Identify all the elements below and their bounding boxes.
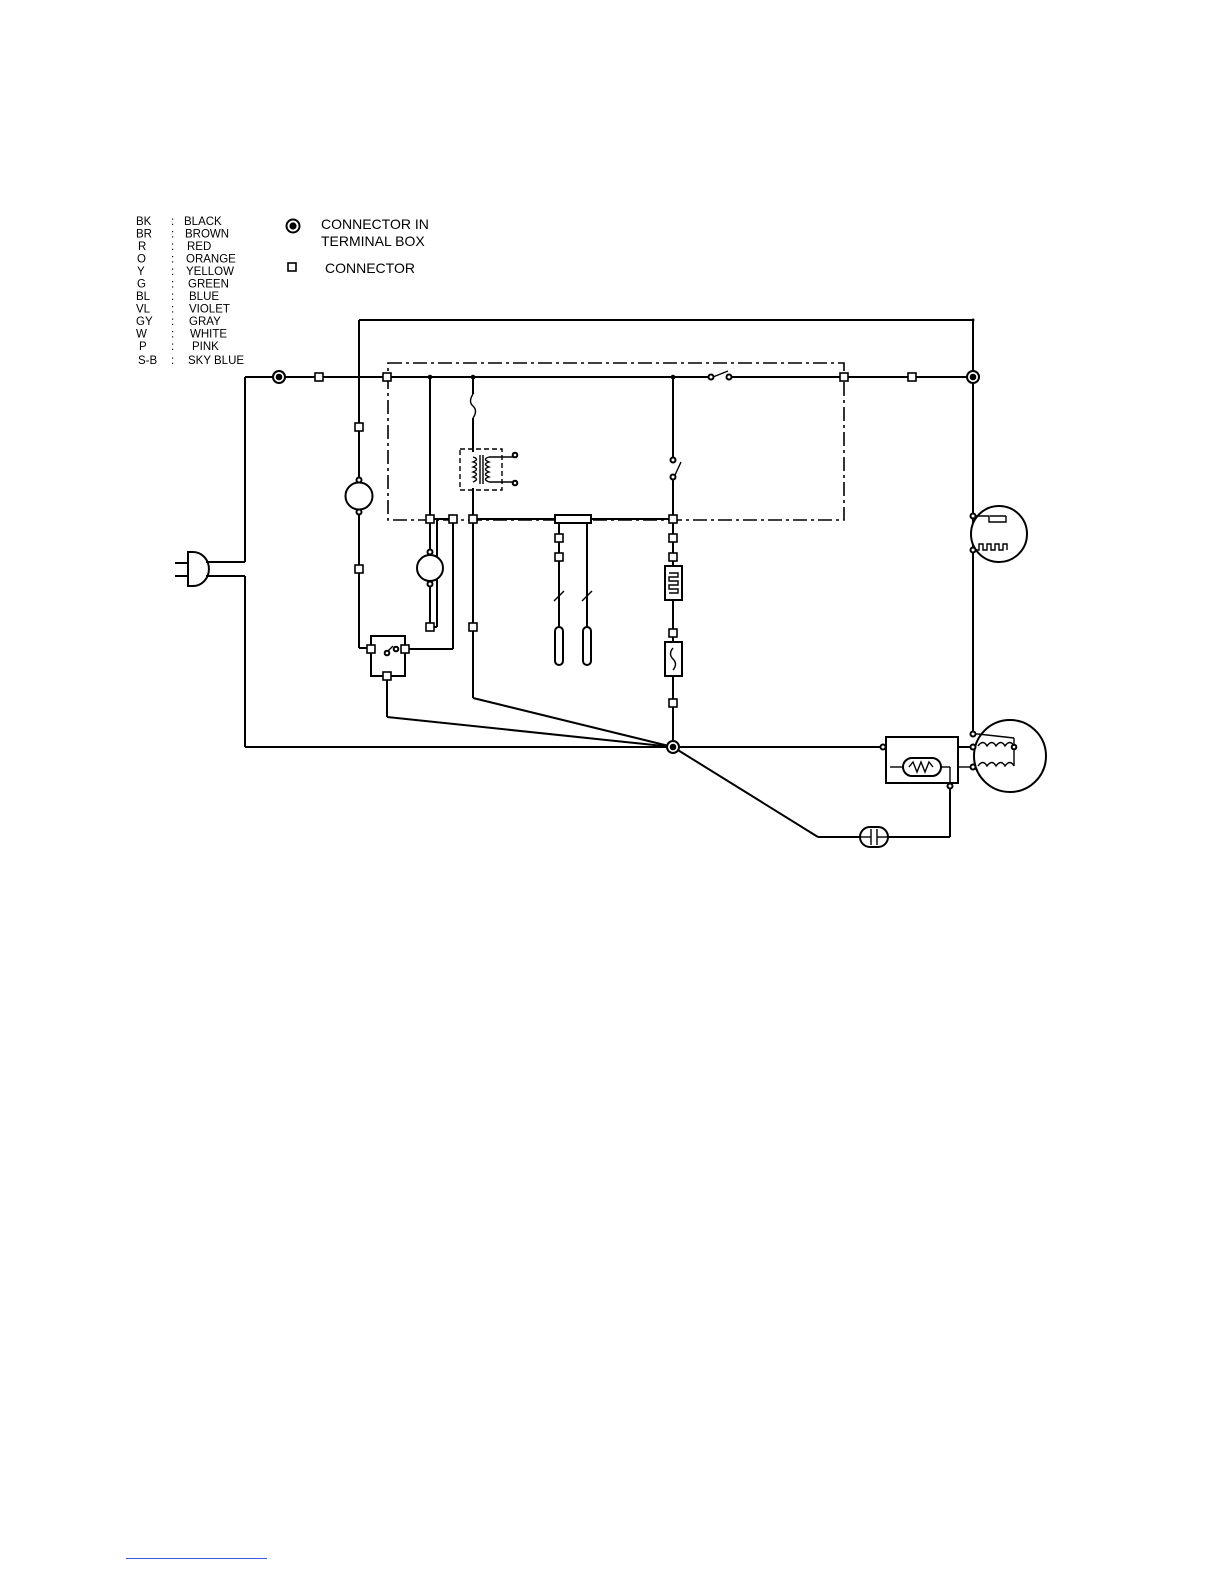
key-connector: CONNECTOR <box>325 260 415 276</box>
legend-name-1: BROWN <box>185 229 229 241</box>
fan-motor-1 <box>346 478 373 515</box>
heater <box>665 566 682 600</box>
compressor-motor <box>971 720 1047 792</box>
legend-sep-0: : <box>171 216 174 228</box>
legend-name-8: GRAY <box>189 316 221 328</box>
control-board-enclosure <box>388 363 844 520</box>
key-terminal-box-line2: TERMINAL BOX <box>321 233 425 249</box>
legend-code-11: S-B <box>138 355 158 367</box>
wiring <box>245 320 973 837</box>
sensor-connector-block <box>555 515 591 523</box>
terminal-connector-symbol-core <box>289 222 296 229</box>
door-switch <box>709 371 732 380</box>
legend-code-1: BR <box>136 229 152 241</box>
connector-symbol <box>288 263 296 271</box>
legend-name-9: WHITE <box>190 329 227 341</box>
transformer <box>460 449 517 490</box>
symbol-key: CONNECTOR IN TERMINAL BOX CONNECTOR <box>287 216 429 276</box>
color-legend: BK : BLACK BR : BROWN R : RED O : ORANGE… <box>136 216 244 367</box>
legend-name-4: YELLOW <box>186 266 234 278</box>
legend-name-11: SKY BLUE <box>188 355 244 367</box>
legend-code-4: Y <box>137 266 145 278</box>
run-capacitor <box>856 827 892 847</box>
legend-code-9: W <box>136 329 147 341</box>
fan-motor-2 <box>417 550 443 587</box>
legend-sep-8: : <box>171 316 174 328</box>
legend-sep-10: : <box>171 341 174 353</box>
legend-name-0: BLACK <box>184 216 222 228</box>
legend-name-6: BLUE <box>189 291 219 303</box>
overload-protector <box>971 506 1028 562</box>
legend-sep-5: : <box>171 279 174 291</box>
legend-code-6: BL <box>136 291 151 303</box>
legend-name-7: VIOLET <box>189 304 230 316</box>
legend-sep-3: : <box>171 254 174 266</box>
legend-name-2: RED <box>187 241 211 253</box>
junction-dots <box>428 319 975 380</box>
selector-switch <box>371 636 405 676</box>
legend-code-0: BK <box>136 216 152 228</box>
legend-sep-9: : <box>171 329 174 341</box>
legend-sep-6: : <box>171 291 174 303</box>
legend-code-5: G <box>137 279 146 291</box>
legend-code-8: GY <box>136 316 153 328</box>
ptc-starter-relay <box>881 737 974 789</box>
legend-code-2: R <box>138 241 146 253</box>
legend-code-3: O <box>137 254 146 266</box>
legend-name-10: PINK <box>192 341 219 353</box>
legend-name-5: GREEN <box>188 279 229 291</box>
power-plug <box>175 552 245 586</box>
thermal-fuse <box>665 642 682 676</box>
legend-code-7: VL <box>136 304 151 316</box>
legend-name-3: ORANGE <box>186 254 236 266</box>
thermostat-switch <box>671 458 682 480</box>
legend-code-10: P <box>139 341 147 353</box>
legend-sep-1: : <box>171 229 174 241</box>
key-terminal-box-line1: CONNECTOR IN <box>321 216 429 232</box>
legend-sep-2: : <box>171 241 174 253</box>
footer-rule <box>126 1558 267 1559</box>
terminal-box-connectors <box>273 371 979 753</box>
legend-sep-7: : <box>171 304 174 316</box>
legend-sep-11: : <box>171 355 174 367</box>
legend-sep-4: : <box>171 266 174 278</box>
